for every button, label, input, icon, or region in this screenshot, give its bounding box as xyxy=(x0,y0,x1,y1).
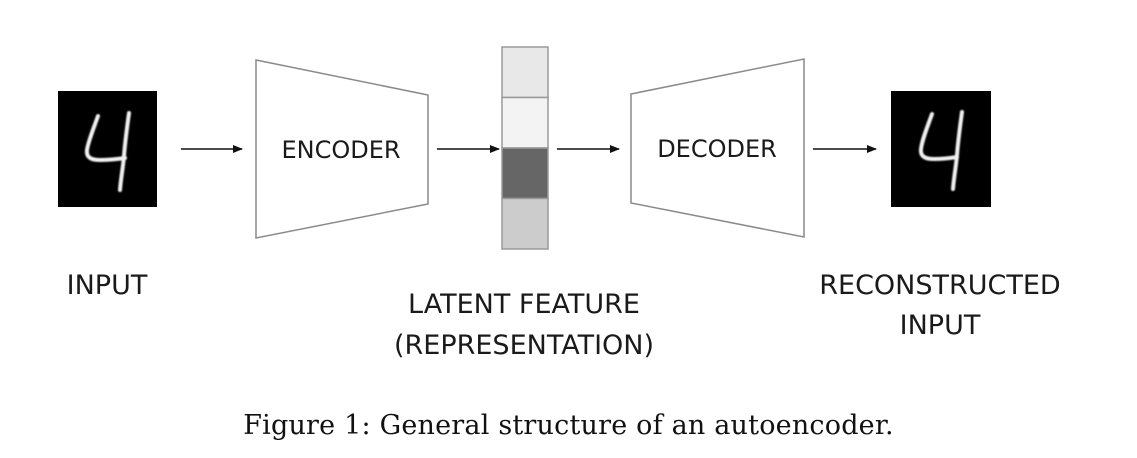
output-image xyxy=(891,91,991,207)
decoder-block: DECODER xyxy=(630,58,805,238)
input-image xyxy=(58,91,157,207)
digit-4-glyph xyxy=(84,111,131,192)
encoder-block: ENCODER xyxy=(255,59,429,239)
figure-caption: Figure 1: General structure of an autoen… xyxy=(243,410,894,441)
latent-cell xyxy=(501,147,549,200)
output-label-line1: RECONSTRUCTED xyxy=(819,270,1060,301)
digit-4-glyph xyxy=(918,110,964,191)
input-label: INPUT xyxy=(67,270,148,301)
decoder-label: DECODER xyxy=(657,135,777,163)
encoder-label: ENCODER xyxy=(281,136,400,164)
output-label-line2: INPUT xyxy=(900,310,981,341)
latent-cell xyxy=(501,197,549,250)
latent-vector xyxy=(501,46,549,250)
latent-label-line1: LATENT FEATURE xyxy=(408,289,640,320)
latent-label-line2: (REPRESENTATION) xyxy=(394,330,654,361)
latent-cell xyxy=(501,96,549,149)
latent-cell xyxy=(501,46,549,99)
